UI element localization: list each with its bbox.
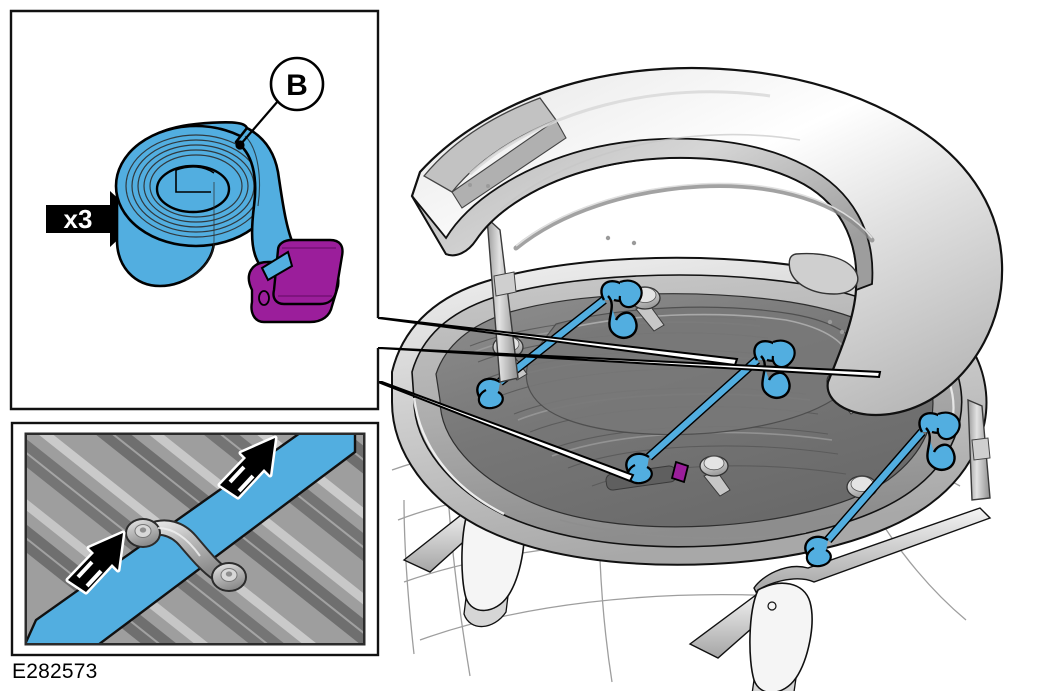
leader-line-strap-3 <box>377 381 635 483</box>
callout-b-leader <box>239 100 279 146</box>
callout-b-label: B <box>286 69 308 102</box>
lid-seal-band <box>513 183 875 251</box>
strap-buckle-tag[interactable] <box>670 460 690 484</box>
leader-lines <box>377 317 882 483</box>
detail-panel-frame <box>10 421 380 657</box>
coil-wrap-lines <box>125 134 267 238</box>
routing-arrow-lower-left <box>65 530 126 595</box>
lid-gas-strut-right <box>967 398 991 501</box>
roof-cross-bar-rear[interactable] <box>688 507 992 691</box>
part-panel-frame <box>9 9 380 411</box>
strap-centre[interactable] <box>625 339 796 485</box>
strap-cam-buckle <box>247 238 344 324</box>
tie-down-anchor <box>125 518 247 592</box>
leader-line-strap-2 <box>377 347 882 379</box>
callout-b-dot <box>235 140 245 150</box>
callout-b: B <box>235 56 325 150</box>
callout-b-circle <box>269 56 325 112</box>
roof-box-base <box>391 256 988 566</box>
quantity-x3-label: x3 <box>64 204 93 234</box>
routing-arrow-upper-right <box>217 435 278 500</box>
foot-fastener-rear <box>767 601 777 611</box>
lid-vent-dots <box>468 183 845 335</box>
detail-image-content <box>27 435 363 643</box>
strap-coil-illustration <box>114 121 302 288</box>
figure-reference-code: E282573 <box>12 660 98 683</box>
buckle-pivot-pin <box>258 290 270 306</box>
lid-inner-lip <box>411 137 874 292</box>
roof-box-lid[interactable] <box>410 66 1004 417</box>
lid-latch-plate[interactable] <box>788 252 859 295</box>
mounting-knob-4 <box>699 455 731 497</box>
leader-line-strap-1 <box>377 317 739 367</box>
coil-hub <box>155 164 231 214</box>
lid-gas-strut-left <box>486 216 519 383</box>
strap-front[interactable] <box>804 411 961 568</box>
